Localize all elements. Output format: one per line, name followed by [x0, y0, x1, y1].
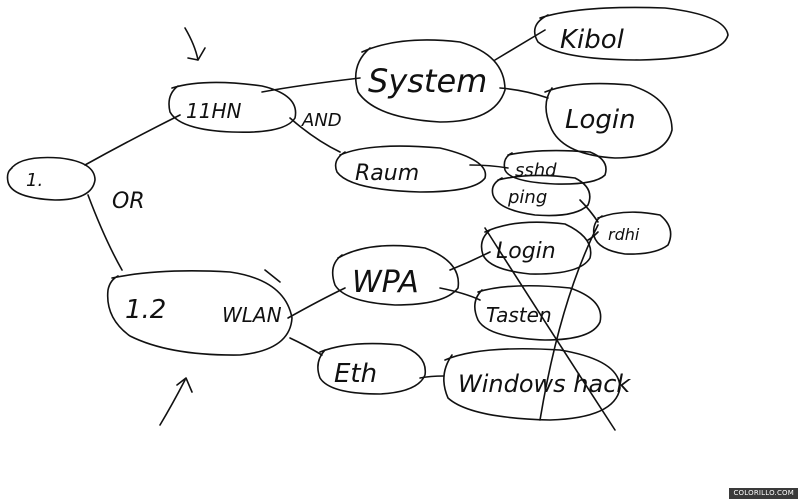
node-eth: [317, 342, 427, 395]
node-kibol: [533, 6, 729, 61]
label-tasten: Tasten: [486, 303, 552, 327]
arrowhead-up-icon: [176, 377, 193, 393]
edge-root-12: [87, 194, 123, 271]
cross-out-stroke-right: [539, 224, 599, 421]
edge-raum-sshd: [469, 164, 509, 169]
edge-system-login: [499, 87, 549, 99]
label-eth: Eth: [334, 359, 377, 389]
label-kibol: Kibol: [560, 25, 625, 55]
label-wpa: WPA: [352, 265, 419, 300]
arrowhead-down-icon: [187, 47, 206, 61]
label-sshd: sshd: [515, 160, 557, 181]
label-ping: ping: [507, 187, 547, 208]
node-root: [6, 156, 96, 201]
edge-wpa-tasten: [439, 287, 481, 301]
label-11hn: 11HN: [186, 99, 241, 123]
label-12: 1.2: [125, 295, 166, 325]
node-12: [106, 270, 293, 356]
label-login-mid: Login: [496, 239, 556, 264]
edge-system-kibol: [494, 29, 546, 61]
label-root: 1.: [26, 170, 43, 191]
label-rdhi: rdhi: [608, 225, 640, 244]
label-or: OR: [112, 189, 145, 214]
label-raum: Raum: [355, 161, 419, 186]
tick-mark: [264, 269, 281, 283]
edge-11hn-raum: [289, 117, 341, 153]
cross-out-stroke-left: [484, 227, 616, 431]
node-windows-hack: [443, 347, 621, 421]
edge-11hn-system: [261, 77, 361, 93]
arrow-up-icon: [159, 379, 186, 426]
edge-root-11hn: [84, 114, 181, 166]
node-login-mid: [480, 221, 592, 275]
node-system: [354, 39, 506, 123]
annotations: [159, 27, 616, 431]
edge-eth-windows: [419, 375, 445, 379]
node-login-top: [544, 82, 673, 159]
node-raum: [334, 145, 487, 193]
label-windows-hack: Windows hack: [458, 370, 631, 398]
label-login-top: Login: [565, 105, 636, 135]
node-11hn: [168, 81, 297, 134]
node-tasten: [474, 284, 602, 341]
label-and: AND: [301, 110, 342, 131]
label-system: System: [368, 62, 487, 100]
colorillo-watermark: COLORILLO.COM: [729, 488, 798, 499]
labels: 1. 11HN AND OR System Kibol Login Raum s…: [26, 25, 640, 398]
node-ping: [491, 174, 591, 217]
edge-12-wpa: [287, 287, 346, 319]
edge-wpa-login: [449, 251, 491, 271]
arrow-down-icon: [184, 27, 199, 61]
node-sshd: [503, 149, 607, 185]
node-wpa: [331, 244, 460, 306]
label-wlan: WLAN: [222, 303, 282, 327]
edge-12-eth: [289, 337, 323, 356]
